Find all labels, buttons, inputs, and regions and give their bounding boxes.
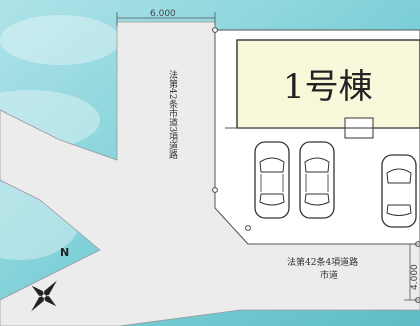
compass-icon <box>31 280 57 312</box>
dimension-west <box>116 12 216 26</box>
car-icon <box>299 141 335 219</box>
dimension-south <box>404 243 420 301</box>
car-icon <box>254 141 290 219</box>
building-label: 1号棟 <box>283 67 373 107</box>
road-west-label: 法第42条市道3項道路 <box>167 69 178 160</box>
dimension-west-text: 6.000 <box>150 9 176 19</box>
dimension-south-text: 4.000 <box>410 264 420 290</box>
car-icon <box>381 154 417 228</box>
north-label: N <box>60 246 69 259</box>
road-south-label-1: 法第42条4項道路 <box>287 256 358 268</box>
road-south-label-2: 市道 <box>320 269 338 281</box>
building-footprint <box>236 39 420 129</box>
